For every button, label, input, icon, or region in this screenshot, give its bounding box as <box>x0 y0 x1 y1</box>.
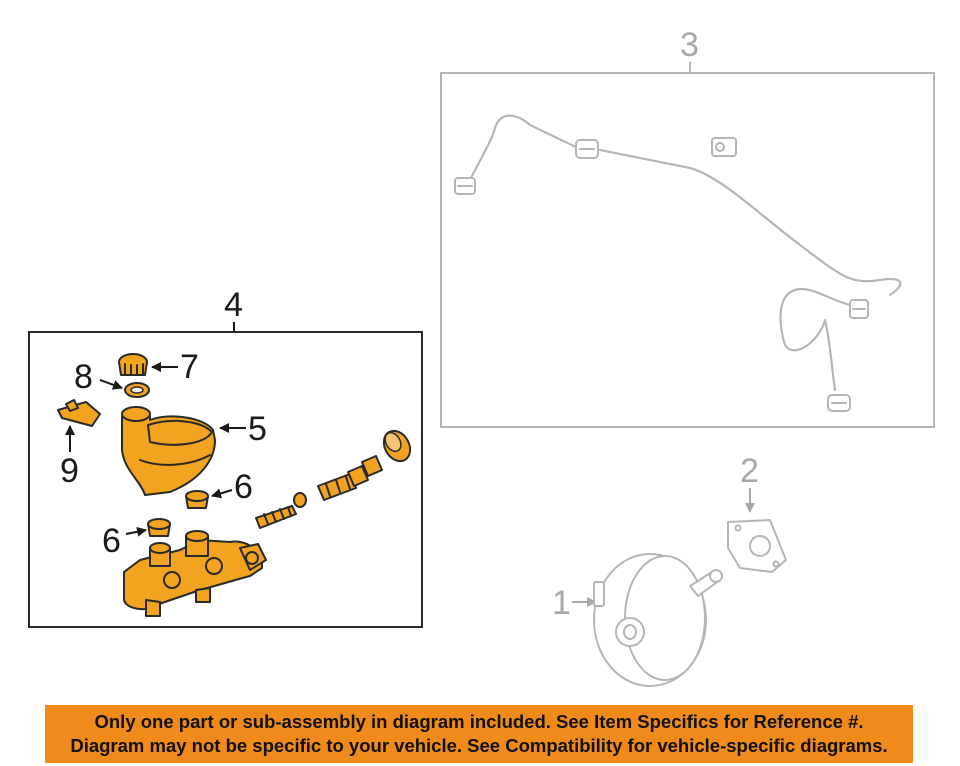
hose-group-frame <box>440 72 935 428</box>
reservoir-cap <box>118 353 148 376</box>
end-cap <box>382 429 412 463</box>
reservoir-grommet <box>185 490 209 509</box>
reservoir-bracket <box>57 399 101 427</box>
disclaimer-line-2: Diagram may not be specific to your vehi… <box>70 735 888 756</box>
hose-clamp-icon <box>827 394 851 412</box>
callout-4: 4 <box>224 286 243 324</box>
hose-clamp-icon <box>575 139 599 159</box>
callout-3: 3 <box>680 26 699 64</box>
hose-check-valve-icon <box>711 137 737 157</box>
callout-6-lower: 6 <box>102 522 121 560</box>
disclaimer-banner: Only one part or sub-assembly in diagram… <box>45 705 913 763</box>
callout-6-upper-leader <box>211 488 233 499</box>
callout-5: 5 <box>248 410 267 448</box>
callout-8: 8 <box>74 358 93 396</box>
disclaimer-line-1: Only one part or sub-assembly in diagram… <box>94 711 864 732</box>
callout-2: 2 <box>740 452 759 490</box>
callout-6-upper: 6 <box>234 468 253 506</box>
master-cylinder-group <box>28 322 423 628</box>
cap-seal <box>124 382 150 398</box>
callout-8-leader <box>99 379 123 390</box>
master-cylinder-body <box>123 530 267 617</box>
vacuum-hose-group <box>440 62 935 428</box>
vacuum-hose-main <box>599 149 902 296</box>
hose-clamp-icon <box>849 299 869 319</box>
callout-9: 9 <box>60 452 79 490</box>
brake-booster-group <box>572 488 787 687</box>
booster-gasket <box>727 519 787 573</box>
callout-6-lower-leader <box>125 526 147 537</box>
fluid-reservoir <box>121 406 216 496</box>
reservoir-grommet <box>147 518 171 537</box>
piston-assembly <box>255 455 383 529</box>
brake-booster <box>593 553 723 687</box>
callout-7: 7 <box>180 348 199 386</box>
hose-clamp-icon <box>454 177 476 195</box>
master-cylinder-frame <box>28 331 423 628</box>
callout-1: 1 <box>552 584 571 622</box>
